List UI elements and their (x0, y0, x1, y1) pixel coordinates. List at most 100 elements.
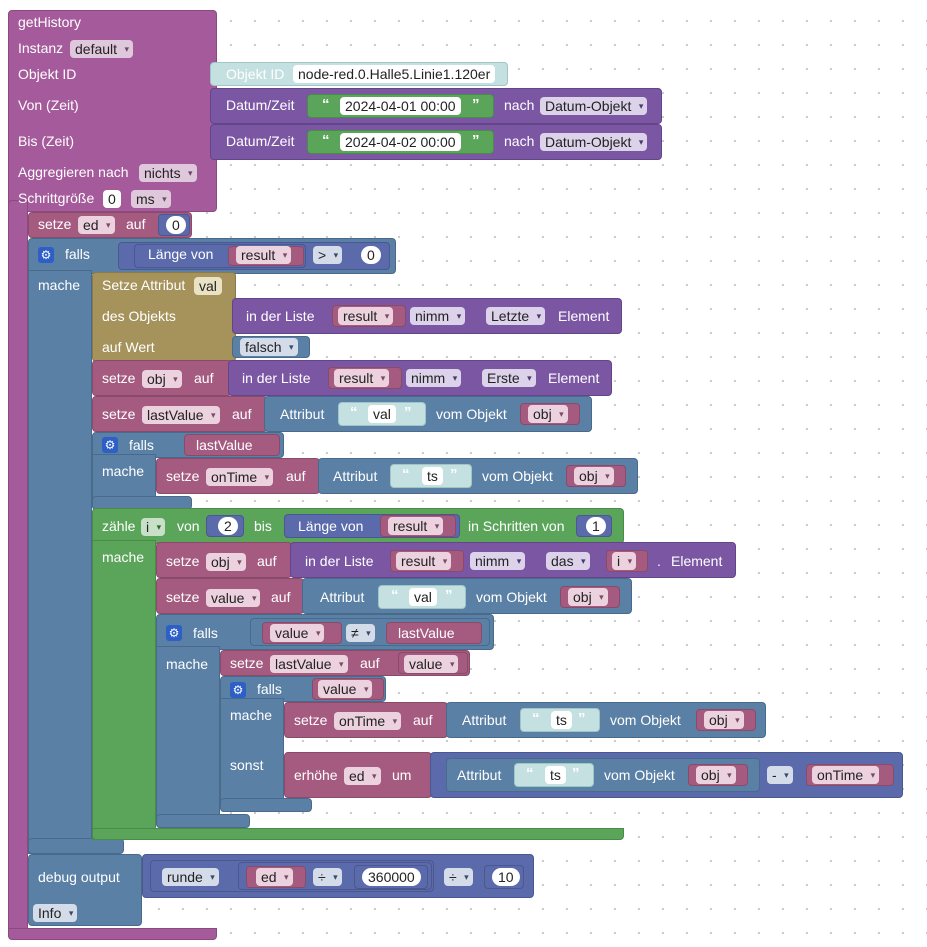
val-string-field[interactable]: val (409, 588, 437, 606)
list-last-block[interactable] (232, 298, 622, 334)
value-label: auf Wert (102, 339, 155, 355)
result-dropdown[interactable]: result (396, 552, 452, 570)
lastvalue-var-block (386, 622, 482, 644)
var-obj-dropdown[interactable]: obj (206, 553, 246, 571)
var-i-dropdown[interactable]: i (141, 518, 166, 536)
obj-dropdown[interactable]: obj (528, 405, 568, 423)
step-unit-dropdown[interactable]: ms (131, 190, 171, 208)
var-ed-dropdown[interactable]: ed (344, 767, 381, 785)
value-dropdown[interactable]: value (270, 624, 325, 642)
to-label: auf (286, 468, 306, 484)
set-label: setze (102, 370, 136, 386)
take-dropdown[interactable]: nimm (406, 369, 462, 387)
in-list-label: in der Liste (242, 370, 311, 386)
nth-position-dropdown[interactable]: das (546, 552, 590, 570)
set-label: setze (166, 553, 200, 569)
quote-close-icon: ” (572, 765, 580, 782)
debug-level-dropdown[interactable]: Info (33, 904, 78, 922)
do-label: mache (230, 707, 273, 723)
from-target-dropdown[interactable]: Datum-Objekt (540, 97, 648, 115)
result-dropdown[interactable]: result (338, 307, 394, 325)
two-number-field[interactable]: 2 (218, 517, 238, 535)
do-label: mache (166, 656, 209, 672)
ts-string-field[interactable]: ts (551, 711, 572, 729)
one-number-field[interactable]: 1 (586, 517, 606, 535)
step-value-field[interactable]: 0 (103, 190, 121, 208)
object-id-field[interactable]: node-red.0.Halle5.Linie1.120er (293, 65, 496, 83)
else-label: sonst (230, 757, 264, 773)
if-label: falls (193, 625, 218, 641)
result-dropdown[interactable]: result (236, 246, 292, 264)
gear-icon[interactable]: ⚙ (166, 625, 182, 641)
ts-string-field[interactable]: ts (422, 467, 443, 485)
value-dropdown[interactable]: value (404, 655, 459, 673)
ten-number-field[interactable]: 10 (492, 868, 520, 886)
to-label: auf (232, 406, 252, 422)
increase-label: erhöhe (294, 767, 338, 783)
gear-icon[interactable]: ⚙ (230, 682, 246, 698)
if-label: falls (129, 437, 154, 453)
var-ontime-dropdown[interactable]: onTime (206, 468, 274, 486)
neq-operator-dropdown[interactable]: ≠ (346, 624, 375, 642)
var-value-dropdown[interactable]: value (206, 589, 261, 607)
obj-dropdown[interactable]: obj (574, 467, 614, 485)
val-string-field[interactable]: val (368, 405, 396, 423)
gear-icon[interactable]: ⚙ (38, 247, 54, 263)
quote-close-icon: ” (578, 710, 586, 727)
until-label: bis (254, 518, 272, 534)
minus-operator-dropdown[interactable]: - (767, 766, 793, 784)
zero-number-field[interactable]: 0 (361, 246, 381, 264)
ontime-dropdown[interactable]: onTime (812, 766, 880, 784)
obj-dropdown[interactable]: obj (704, 711, 744, 729)
set-label: setze (294, 712, 328, 728)
ed-dropdown[interactable]: ed (256, 868, 293, 886)
obj-dropdown[interactable]: obj (696, 766, 736, 784)
first-position-dropdown[interactable]: Erste (482, 369, 536, 387)
gear-icon[interactable]: ⚙ (102, 437, 118, 453)
obj-dropdown[interactable]: obj (568, 588, 608, 606)
div-operator-dropdown[interactable]: ÷ (444, 868, 473, 886)
set-label: setze (230, 655, 264, 671)
set-label: setze (166, 589, 200, 605)
gt-operator-dropdown[interactable]: > (313, 246, 343, 264)
quote-open-icon: “ (402, 466, 410, 483)
take-dropdown[interactable]: nimm (410, 307, 466, 325)
to-target-dropdown[interactable]: Datum-Objekt (540, 133, 648, 151)
aggregate-label: Aggregieren nach (18, 164, 129, 180)
var-lastvalue-dropdown[interactable]: lastValue (270, 655, 348, 673)
false-dropdown[interactable]: falsch (240, 338, 298, 356)
aggregate-dropdown[interactable]: nichts (139, 164, 197, 182)
var-ed-dropdown[interactable]: ed (78, 216, 115, 234)
take-dropdown[interactable]: nimm (470, 552, 526, 570)
quote-open-icon: “ (532, 710, 540, 727)
object-id-label: Objekt ID (18, 66, 77, 82)
do-label: mache (38, 277, 81, 293)
result-dropdown[interactable]: result (334, 369, 390, 387)
lastvalue-var-label: lastValue (196, 437, 253, 453)
quote-open-icon: “ (322, 96, 330, 113)
instance-dropdown[interactable]: default (70, 40, 134, 58)
step-label: Schrittgröße (18, 190, 95, 206)
var-ontime-dropdown[interactable]: onTime (334, 712, 402, 730)
of-object-label: des Objekts (102, 308, 176, 324)
last-position-dropdown[interactable]: Letzte (486, 307, 546, 325)
value-dropdown[interactable]: value (318, 680, 373, 698)
round-dropdown[interactable]: runde (162, 868, 219, 886)
ts-string-field[interactable]: ts (545, 766, 566, 784)
zero-number-field[interactable]: 0 (166, 216, 186, 234)
to-after-label: nach (504, 133, 535, 149)
length-of-label: Länge von (298, 518, 364, 534)
result-dropdown[interactable]: result (388, 517, 444, 535)
var-obj-dropdown[interactable]: obj (142, 370, 182, 388)
div-operator-dropdown[interactable]: ÷ (313, 868, 342, 886)
to-datetime-field[interactable]: 2024-04-02 00:00 (340, 133, 461, 151)
if-value-changed-bottom (156, 814, 250, 828)
attribute-name-field[interactable]: val (194, 277, 222, 295)
i-dropdown[interactable]: i (612, 552, 637, 570)
set-ontime-block[interactable] (156, 458, 320, 494)
divisor-number-field[interactable]: 360000 (362, 868, 421, 886)
from-datetime-field[interactable]: 2024-04-01 00:00 (340, 97, 461, 115)
var-lastvalue-dropdown[interactable]: lastValue (142, 406, 220, 424)
if-label: falls (65, 246, 90, 262)
if-value-bottom (220, 798, 312, 812)
